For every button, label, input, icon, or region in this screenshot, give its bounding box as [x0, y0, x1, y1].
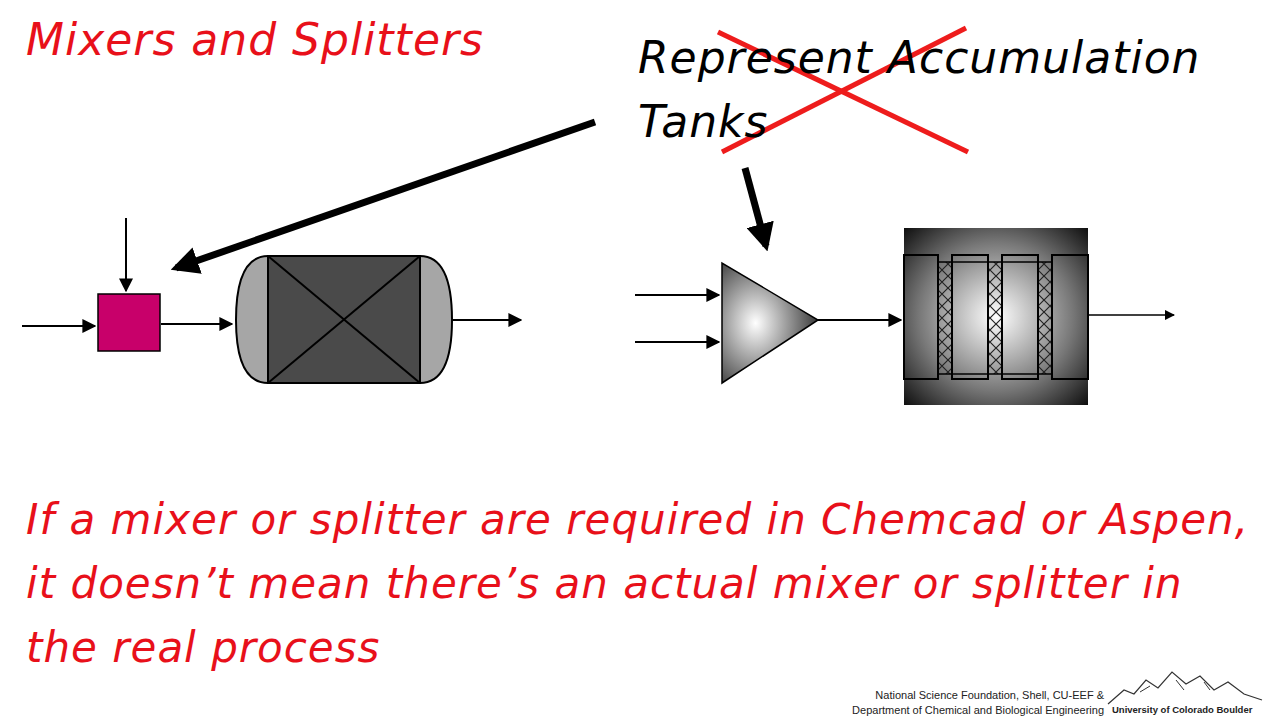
- title: Mixers and Splitters: [26, 14, 626, 65]
- reactor-vessel: [236, 256, 452, 383]
- footer-credit: Department of Chemical and Biological En…: [790, 704, 1104, 716]
- footer-credit: National Science Foundation, Shell, CU-E…: [790, 689, 1104, 701]
- logo-mountains: [1108, 672, 1262, 704]
- right-process: [635, 228, 1174, 405]
- callout-note: Represent Accumulation Tanks: [638, 26, 1258, 154]
- packed-unit: [904, 228, 1088, 405]
- mixer-block: [98, 294, 160, 351]
- footer-credit: University of Colorado Boulder: [1112, 704, 1277, 715]
- logo-mountains: [1140, 680, 1210, 692]
- caption: If a mixer or splitter are required in C…: [26, 488, 1261, 680]
- mixer-symbol: [722, 263, 818, 383]
- left-process: [22, 218, 521, 383]
